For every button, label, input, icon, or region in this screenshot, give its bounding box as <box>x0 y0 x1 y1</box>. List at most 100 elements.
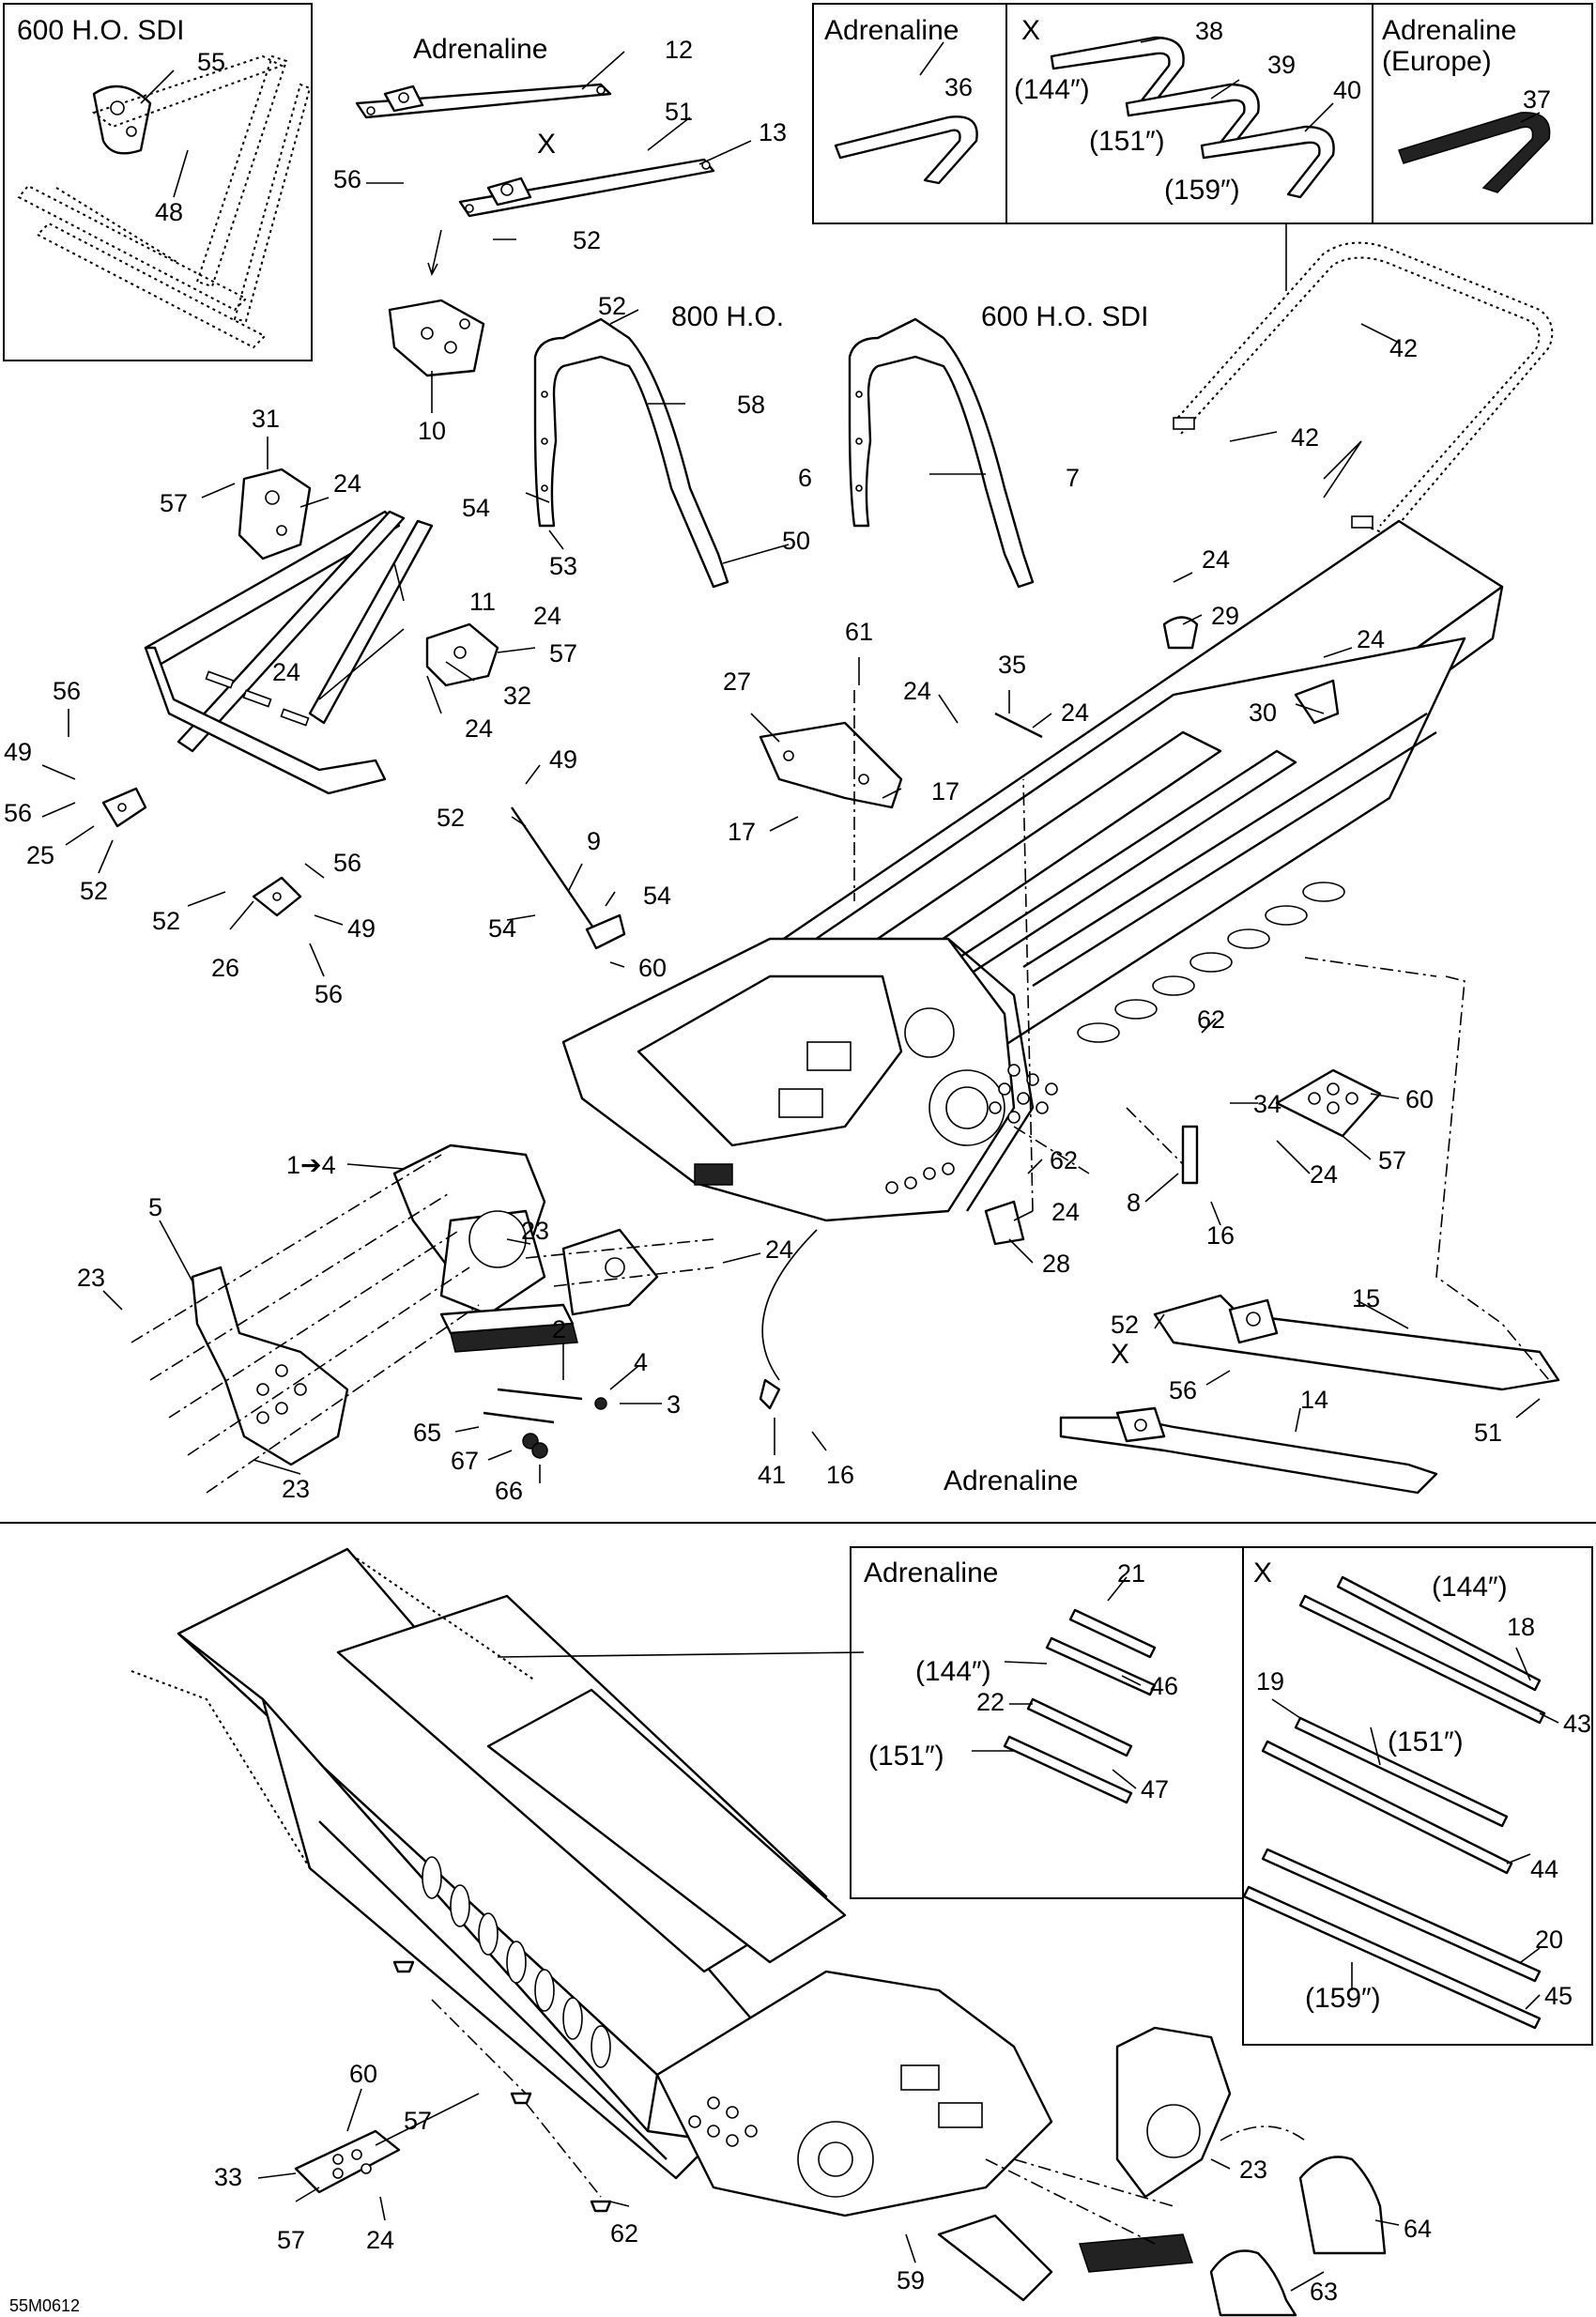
callout-51: 51 <box>665 98 693 126</box>
plate-25-drawing <box>101 787 147 828</box>
cone-62c-drawing <box>590 2200 612 2213</box>
rear-bumper-dotted-drawing <box>1173 241 1554 537</box>
slider-right-len159: (159″) <box>1305 1983 1381 2014</box>
callout-numbers: 55 48 12 51 13 56 52 10 52 58 6 7 54 53 … <box>4 17 1591 2306</box>
callout-4: 4 <box>634 1348 648 1376</box>
front-support-drawing <box>392 1143 659 1353</box>
callout-23: 23 <box>77 1264 105 1292</box>
rear-arm-x-drawing <box>458 158 715 218</box>
callout-24: 24 <box>1357 625 1385 653</box>
callout-1-to-4: 1➔4 <box>286 1151 336 1179</box>
assembly-dash-lines <box>130 690 1550 2245</box>
callout-24: 24 <box>1061 698 1089 727</box>
callout-65: 65 <box>413 1419 441 1447</box>
callout-60: 60 <box>638 954 667 982</box>
callout-2: 2 <box>552 1315 566 1343</box>
rod-9-drawing <box>511 806 626 950</box>
callout-41: 41 <box>758 1461 786 1489</box>
callout-42: 42 <box>1389 334 1418 362</box>
callout-16: 16 <box>1206 1221 1235 1250</box>
callout-32: 32 <box>503 682 531 710</box>
side-plate-5-drawing <box>191 1266 349 1466</box>
callout-27: 27 <box>723 667 751 696</box>
callout-60: 60 <box>349 2060 377 2088</box>
callout-24: 24 <box>272 658 300 686</box>
callout-54: 54 <box>488 914 516 943</box>
callout-24: 24 <box>465 714 493 743</box>
callout-24: 24 <box>1051 1198 1080 1226</box>
callout-34: 34 <box>1253 1090 1281 1118</box>
leader-lines <box>41 37 1559 2292</box>
callout-11: 11 <box>469 588 496 616</box>
callout-52: 52 <box>573 226 601 254</box>
callout-62: 62 <box>1197 1005 1225 1034</box>
slider-right-len151: (151″) <box>1388 1726 1464 1757</box>
callout-24: 24 <box>903 677 931 705</box>
callout-67: 67 <box>451 1447 479 1475</box>
bumper-box-col3-line2: (Europe) <box>1382 46 1492 77</box>
callout-62: 62 <box>610 2219 638 2248</box>
callout-46: 46 <box>1150 1672 1178 1700</box>
callout-52: 52 <box>152 907 180 935</box>
hoop-600ho-drawing <box>848 317 1035 589</box>
front-support-lower-drawing <box>937 2026 1232 2302</box>
callout-51: 51 <box>1474 1419 1502 1447</box>
slider-18-43-drawing <box>1298 1575 1546 1725</box>
pads-63-64-drawing <box>1209 2156 1387 2317</box>
slider-19-44-drawing <box>1261 1716 1513 1875</box>
callout-29: 29 <box>1211 602 1239 630</box>
callout-63: 63 <box>1310 2278 1338 2306</box>
slider-box-x <box>1242 1546 1593 2046</box>
callout-10: 10 <box>418 417 446 445</box>
callout-3: 3 <box>667 1390 681 1419</box>
callout-55: 55 <box>197 48 225 76</box>
callout-57: 57 <box>549 639 577 667</box>
callout-24: 24 <box>765 1235 793 1264</box>
rear-arm-15-drawing <box>1153 1294 1560 1391</box>
slider-left-len151: (151″) <box>868 1741 944 1772</box>
bolts-lower-drawing <box>483 1388 607 1459</box>
label-variant-adrenaline-bottom: Adrenaline <box>944 1465 1078 1496</box>
callout-20: 20 <box>1535 1926 1563 1954</box>
callout-21: 21 <box>1117 1559 1145 1588</box>
callout-52: 52 <box>598 292 626 320</box>
inset-box-600ho-sdi <box>3 3 313 361</box>
callout-31: 31 <box>252 405 280 433</box>
bumper-37-drawing <box>1398 112 1551 193</box>
label-variant-x-side: X <box>1111 1339 1129 1370</box>
callout-24: 24 <box>533 602 561 630</box>
slider-21-46-drawing <box>1045 1608 1157 1696</box>
callout-9: 9 <box>587 827 601 855</box>
label-variant-x-rail: X <box>537 129 556 160</box>
bumper-len-151: (151″) <box>1089 126 1165 157</box>
callout-8: 8 <box>1127 1189 1141 1217</box>
callout-66: 66 <box>495 1477 523 1505</box>
callout-56: 56 <box>315 980 343 1008</box>
callout-58: 58 <box>737 391 765 419</box>
callout-24: 24 <box>1202 545 1230 574</box>
footrest-33-drawing <box>294 2129 401 2194</box>
callout-53: 53 <box>549 552 577 580</box>
callout-23: 23 <box>521 1217 549 1245</box>
callout-26: 26 <box>211 954 239 982</box>
hoop-800ho-drawing <box>533 317 729 589</box>
callout-43: 43 <box>1563 1710 1591 1738</box>
bracket-32-drawing <box>425 622 499 687</box>
callout-23: 23 <box>1239 2156 1267 2184</box>
label-variant-top-left: 600 H.O. SDI <box>17 15 184 46</box>
callout-15: 15 <box>1352 1284 1380 1312</box>
callout-17: 17 <box>931 777 959 806</box>
callout-47: 47 <box>1141 1775 1169 1803</box>
callout-52: 52 <box>437 804 465 832</box>
callout-54: 54 <box>643 882 671 910</box>
callout-24: 24 <box>366 2226 394 2254</box>
bumper-36-drawing <box>834 115 978 185</box>
cone-62a-drawing <box>392 1960 415 1973</box>
label-variant-adrenaline-rail: Adrenaline <box>413 34 547 65</box>
label-variant-800ho: 800 H.O. <box>671 301 784 332</box>
callout-48: 48 <box>155 198 183 226</box>
bumper-40-drawing <box>1200 125 1335 199</box>
callout-16: 16 <box>826 1461 854 1489</box>
